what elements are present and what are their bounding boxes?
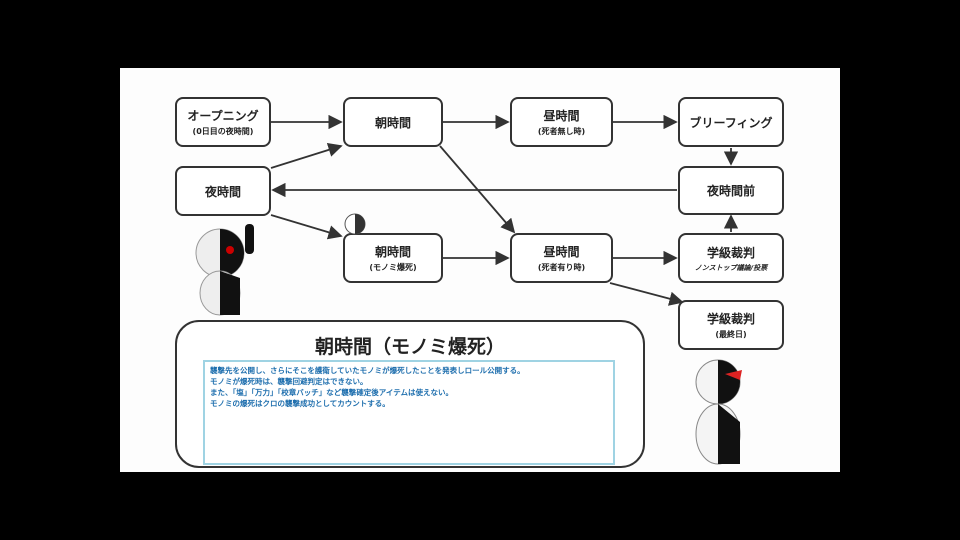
node-before-night: 夜時間前: [678, 166, 784, 215]
arrow-night-monomi: [270, 214, 343, 240]
arrow-night-morning: [270, 142, 343, 169]
monomi-character-icon: [695, 359, 742, 465]
monokuma-character-icon: [195, 224, 254, 316]
node-subtitle: (死者有り時): [537, 263, 586, 272]
arrow-morning-noondeath: [439, 145, 516, 234]
node-subtitle: (最終日): [715, 330, 747, 339]
node-night: 夜時間: [175, 166, 271, 216]
monomi-explosion-icon: [344, 213, 366, 235]
node-title: 夜時間: [204, 184, 241, 199]
node-title: 学級裁判: [706, 312, 755, 326]
detail-title: 朝時間（モノミ爆死）: [314, 336, 505, 358]
detail-line: モノミの爆死はクロの襲撃成功としてカウントする。: [210, 399, 390, 408]
node-trial-final: 学級裁判 (最終日): [678, 300, 784, 350]
node-opening: オープニング (0日目の夜時間): [175, 97, 271, 147]
node-morning-monomi: 朝時間 (モノミ爆死): [343, 233, 443, 283]
node-noon-death: 昼時間 (死者有り時): [510, 233, 613, 283]
node-title: 昼時間: [543, 109, 580, 123]
detail-line: モノミが爆死時は、襲撃回避判定はできない。: [210, 377, 368, 386]
node-title: オープニング: [187, 109, 259, 123]
node-subtitle: (0日目の夜時間): [192, 127, 254, 136]
node-title: 朝時間: [374, 115, 411, 130]
node-title: 朝時間: [374, 245, 411, 259]
node-trial: 学級裁判ノンストップ議論/投票: [678, 233, 784, 283]
detail-description: 襲撃先を公開し、さらにそこを護衛していたモノミが爆死したことを発表しロール公開す…: [203, 360, 615, 465]
node-subtitle: ノンストップ議論/投票: [694, 263, 768, 272]
node-briefing: ブリーフィング: [678, 97, 784, 147]
detail-line: また、「塩」「万力」「校章バッチ」など襲撃確定後アイテムは使えない。: [210, 388, 453, 397]
node-morning: 朝時間: [343, 97, 443, 147]
node-title: 夜時間前: [706, 184, 755, 198]
node-subtitle: (死者無し時): [537, 127, 586, 136]
node-title: 昼時間: [543, 245, 580, 259]
detail-panel: 朝時間（モノミ爆死） 襲撃先を公開し、さらにそこを護衛していたモノミが爆死したこ…: [175, 320, 645, 468]
detail-line: 襲撃先を公開し、さらにそこを護衛していたモノミが爆死したことを発表しロール公開す…: [210, 366, 525, 375]
node-subtitle: (モノミ爆死): [369, 263, 417, 272]
arrow-noondeath-final: [609, 282, 684, 306]
node-title: 学級裁判: [706, 245, 755, 260]
node-noon-no-death: 昼時間 (死者無し時): [510, 97, 613, 147]
node-title: ブリーフィング: [689, 115, 773, 130]
